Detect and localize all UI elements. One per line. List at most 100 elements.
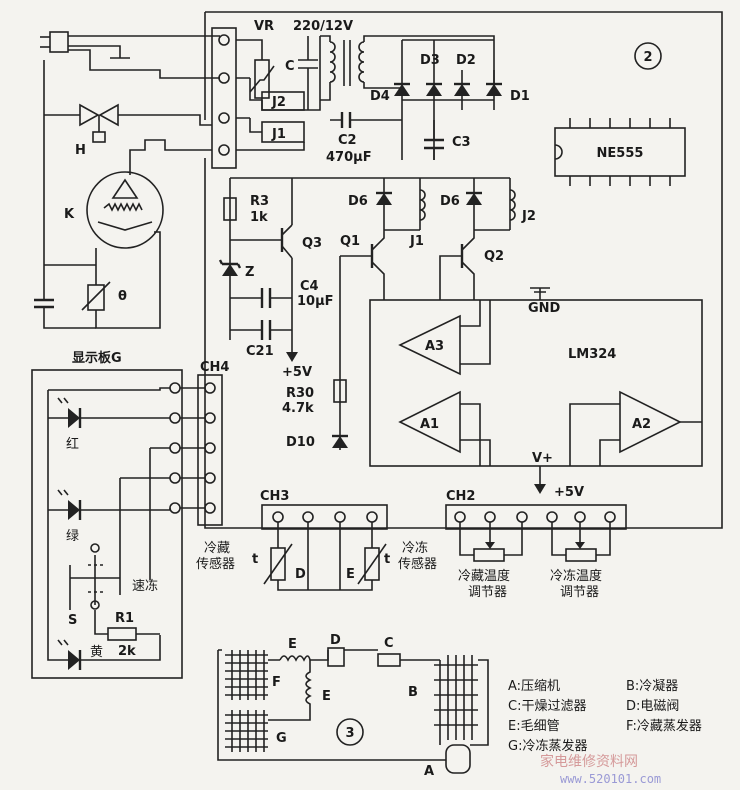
c21-label: C21	[246, 344, 274, 359]
c2-value-label: 470μF	[326, 150, 372, 165]
main-board-frame	[204, 11, 723, 529]
a-label: A	[424, 764, 434, 779]
plus5v-ch2-arrow-icon	[534, 484, 546, 494]
diode-d2-icon	[454, 82, 470, 96]
ne555-chip	[554, 118, 686, 186]
c3-label: C3	[452, 135, 471, 150]
diode-d4-icon	[394, 82, 410, 96]
d4-label: D4	[370, 89, 390, 104]
relay-contacts-j2	[261, 91, 305, 111]
lm324-chip	[369, 299, 703, 467]
c4-value-label: 10μF	[297, 294, 334, 309]
transistor-q2-icon	[439, 230, 475, 300]
freezer-adj-label-1: 冷冻温度	[550, 568, 602, 584]
d2-label: D2	[456, 53, 476, 68]
figure-3-circle	[336, 718, 364, 746]
j2-left-label: J2	[271, 95, 286, 110]
capacitor-c2-icon	[330, 112, 402, 128]
thermistor-fridge-icon	[263, 543, 293, 585]
vplus-label: V+	[532, 451, 553, 466]
legend-b: B:冷凝器	[626, 678, 678, 694]
j2-right-label: J2	[521, 209, 536, 224]
c-refrig-label: C	[384, 636, 394, 651]
fridge-sensor-label-2: 传感器	[196, 556, 235, 572]
resistor-r30-icon	[333, 379, 347, 403]
r1-label: R1	[115, 611, 134, 626]
legend-f: F:冷藏蒸发器	[626, 718, 702, 734]
e1-label: E	[288, 637, 297, 652]
opamp-a3-icon	[398, 300, 491, 376]
fridge-adj-label-1: 冷藏温度	[458, 568, 510, 584]
legend-e: E:毛细管	[508, 719, 560, 734]
connector-ch3	[261, 504, 388, 530]
compressor-motor-k-icon	[86, 171, 164, 249]
g-label: G	[276, 731, 287, 746]
green-label: 绿	[66, 529, 79, 544]
figure-3-label: 3	[345, 726, 354, 741]
t-left-label: t	[252, 552, 258, 567]
d6-left-label: D6	[348, 194, 368, 209]
capacitor-c3-icon	[424, 120, 444, 160]
plus5v-ch2-label: +5V	[554, 485, 584, 500]
c-label: C	[285, 59, 295, 74]
j1-left-label: J1	[271, 127, 286, 142]
display-board-title: 显示板G	[72, 350, 122, 366]
quick-freeze-switch-s[interactable]	[69, 540, 121, 610]
ch3-label: CH3	[260, 489, 289, 504]
watermark-url: www.520101.com	[560, 772, 661, 786]
fridge-sensor-label-1: 冷藏	[204, 541, 230, 556]
ch2-label: CH2	[446, 489, 475, 504]
a3-label: A3	[425, 339, 444, 354]
ptc-theta-icon	[81, 281, 111, 311]
z-label: Z	[245, 265, 254, 280]
capacitor-c4-icon	[260, 288, 272, 308]
thermistor-freezer-icon	[357, 543, 387, 585]
freezer-sensor-label-1: 冷冻	[402, 540, 428, 556]
figure-2-label: 2	[643, 50, 652, 65]
c2-label: C2	[338, 133, 357, 148]
legend-g: G:冷冻蒸发器	[508, 738, 587, 754]
d-sensor-label: D	[295, 567, 306, 582]
diode-d1-icon	[486, 82, 502, 96]
freezer-sensor-label-2: 传感器	[398, 556, 437, 572]
lm324-label: LM324	[568, 347, 616, 362]
red-label: 红	[66, 436, 79, 452]
b-label: B	[408, 685, 418, 700]
fridge-temp-potentiometer[interactable]	[459, 522, 523, 562]
transistor-q1-icon	[339, 230, 385, 450]
h-label: H	[75, 143, 86, 158]
resistor-r3-icon	[223, 197, 237, 221]
r30-value-label: 4.7k	[282, 401, 314, 416]
c4-label: C4	[300, 279, 319, 294]
yellow-label: 黄	[90, 645, 103, 660]
ne555-label: NE555	[597, 146, 644, 161]
compressor-a-icon	[445, 744, 471, 774]
plus5v-arrow-icon	[286, 352, 298, 362]
freezer-adj-label-2: 调节器	[560, 585, 599, 600]
r1-value-label: 2k	[118, 644, 136, 659]
start-capacitor-icon	[34, 298, 96, 329]
capacitor-c-icon	[298, 36, 318, 110]
r30-label: R30	[286, 386, 314, 401]
freezer-temp-potentiometer[interactable]	[551, 522, 611, 562]
e-sensor-label: E	[346, 567, 355, 582]
a2-label: A2	[632, 417, 651, 432]
opamp-a2-icon	[569, 390, 702, 466]
gnd-label: GND	[528, 301, 561, 316]
fridge-adj-label-2: 调节器	[468, 585, 507, 600]
led-yellow-icon	[57, 639, 82, 670]
d-refrig-label: D	[330, 633, 341, 648]
terminal-block-left	[211, 27, 237, 169]
j1-right-label: J1	[409, 234, 424, 249]
k-label: K	[64, 207, 75, 222]
d3-label: D3	[420, 53, 440, 68]
freezer-evaporator-f-icon	[225, 650, 268, 700]
dryer-filter-c-icon	[377, 653, 401, 667]
transformer-icon	[320, 35, 495, 101]
a1-label: A1	[420, 417, 439, 432]
d10-label: D10	[286, 435, 315, 450]
led-red-icon	[48, 397, 170, 428]
s-label: S	[68, 613, 77, 628]
capacitor-c21-icon	[260, 320, 272, 340]
